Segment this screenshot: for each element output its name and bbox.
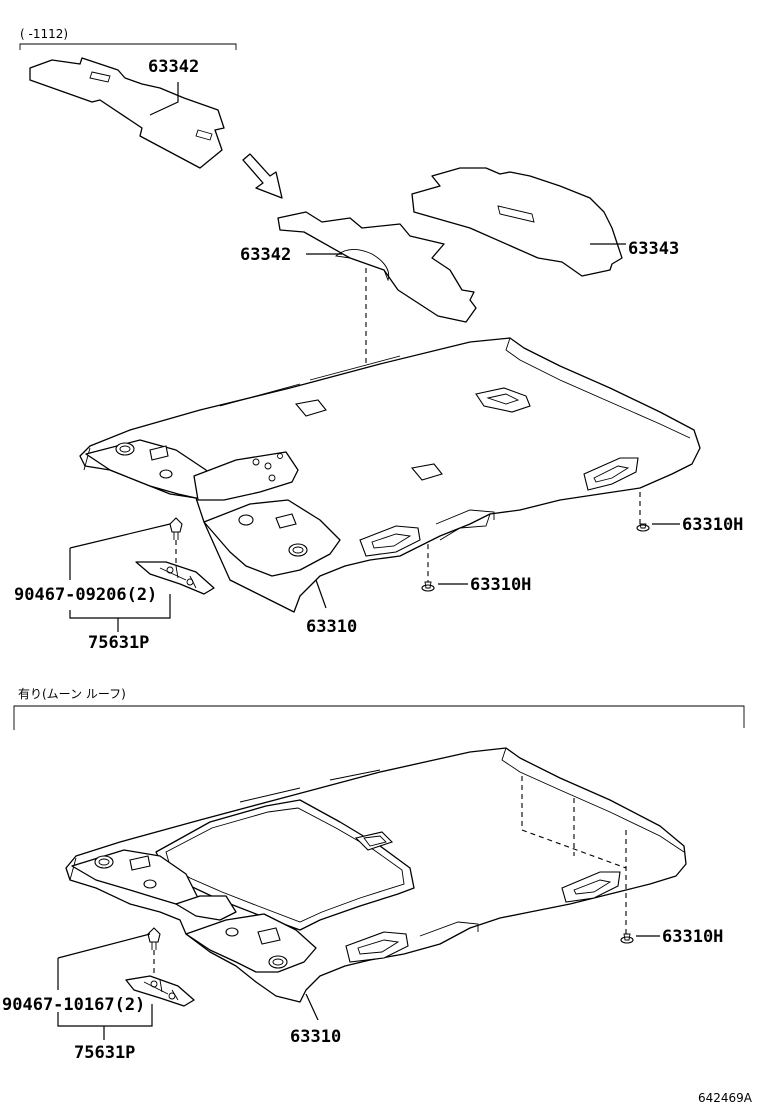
label-63343: 63343: [628, 239, 679, 259]
label-63310-bottom: 63310: [290, 1027, 341, 1047]
pad-63342-upper: [29, 57, 225, 169]
figure-id: 642469A: [698, 1091, 753, 1105]
label-75631p-bottom: 75631P: [74, 1043, 135, 1063]
leader-63342-upper: [149, 82, 179, 116]
clip-63310h-right: [636, 523, 650, 532]
label-63310-top: 63310: [306, 617, 357, 637]
holder-75631p-top: [135, 561, 215, 595]
label-63310h-moonroof: 63310H: [662, 927, 723, 947]
label-75631p-top: 75631P: [88, 633, 149, 653]
bracket-90467-bottom: [57, 933, 153, 1040]
label-63310h-center: 63310H: [470, 575, 531, 595]
date-range-label: ( -1112): [20, 27, 68, 41]
pad-63342-lower: [277, 211, 477, 323]
pad-63343: [411, 167, 623, 277]
ref-line-rear-clips-moonroof: [521, 776, 627, 934]
clip-63310h-moonroof: [620, 933, 634, 944]
label-90467-09206: 90467-09206(2): [14, 585, 157, 605]
screw-90467-10167: [147, 927, 161, 950]
date-range-bracket: ( -1112): [19, 27, 237, 50]
clip-63310h-center: [421, 581, 435, 592]
arrow-icon: [242, 153, 283, 199]
leader-63310-top: [315, 579, 327, 609]
holder-75631p-bottom: [125, 975, 195, 1007]
moonroof-condition-bracket: 有り(ムーン ルーフ): [13, 687, 745, 730]
label-63310h-right: 63310H: [682, 515, 743, 535]
label-90467-10167: 90467-10167(2): [2, 995, 145, 1015]
headliner-63310-moonroof: [65, 747, 687, 1003]
label-63342-upper: 63342: [148, 57, 199, 77]
condition-label: 有り(ムーン ルーフ): [18, 687, 126, 701]
label-63342-lower: 63342: [240, 245, 291, 265]
leader-63310-bottom: [305, 993, 319, 1021]
headliner-63310-no-moonroof: [79, 337, 701, 613]
bracket-90467-top: [69, 523, 171, 632]
screw-90467-09206: [169, 517, 183, 540]
